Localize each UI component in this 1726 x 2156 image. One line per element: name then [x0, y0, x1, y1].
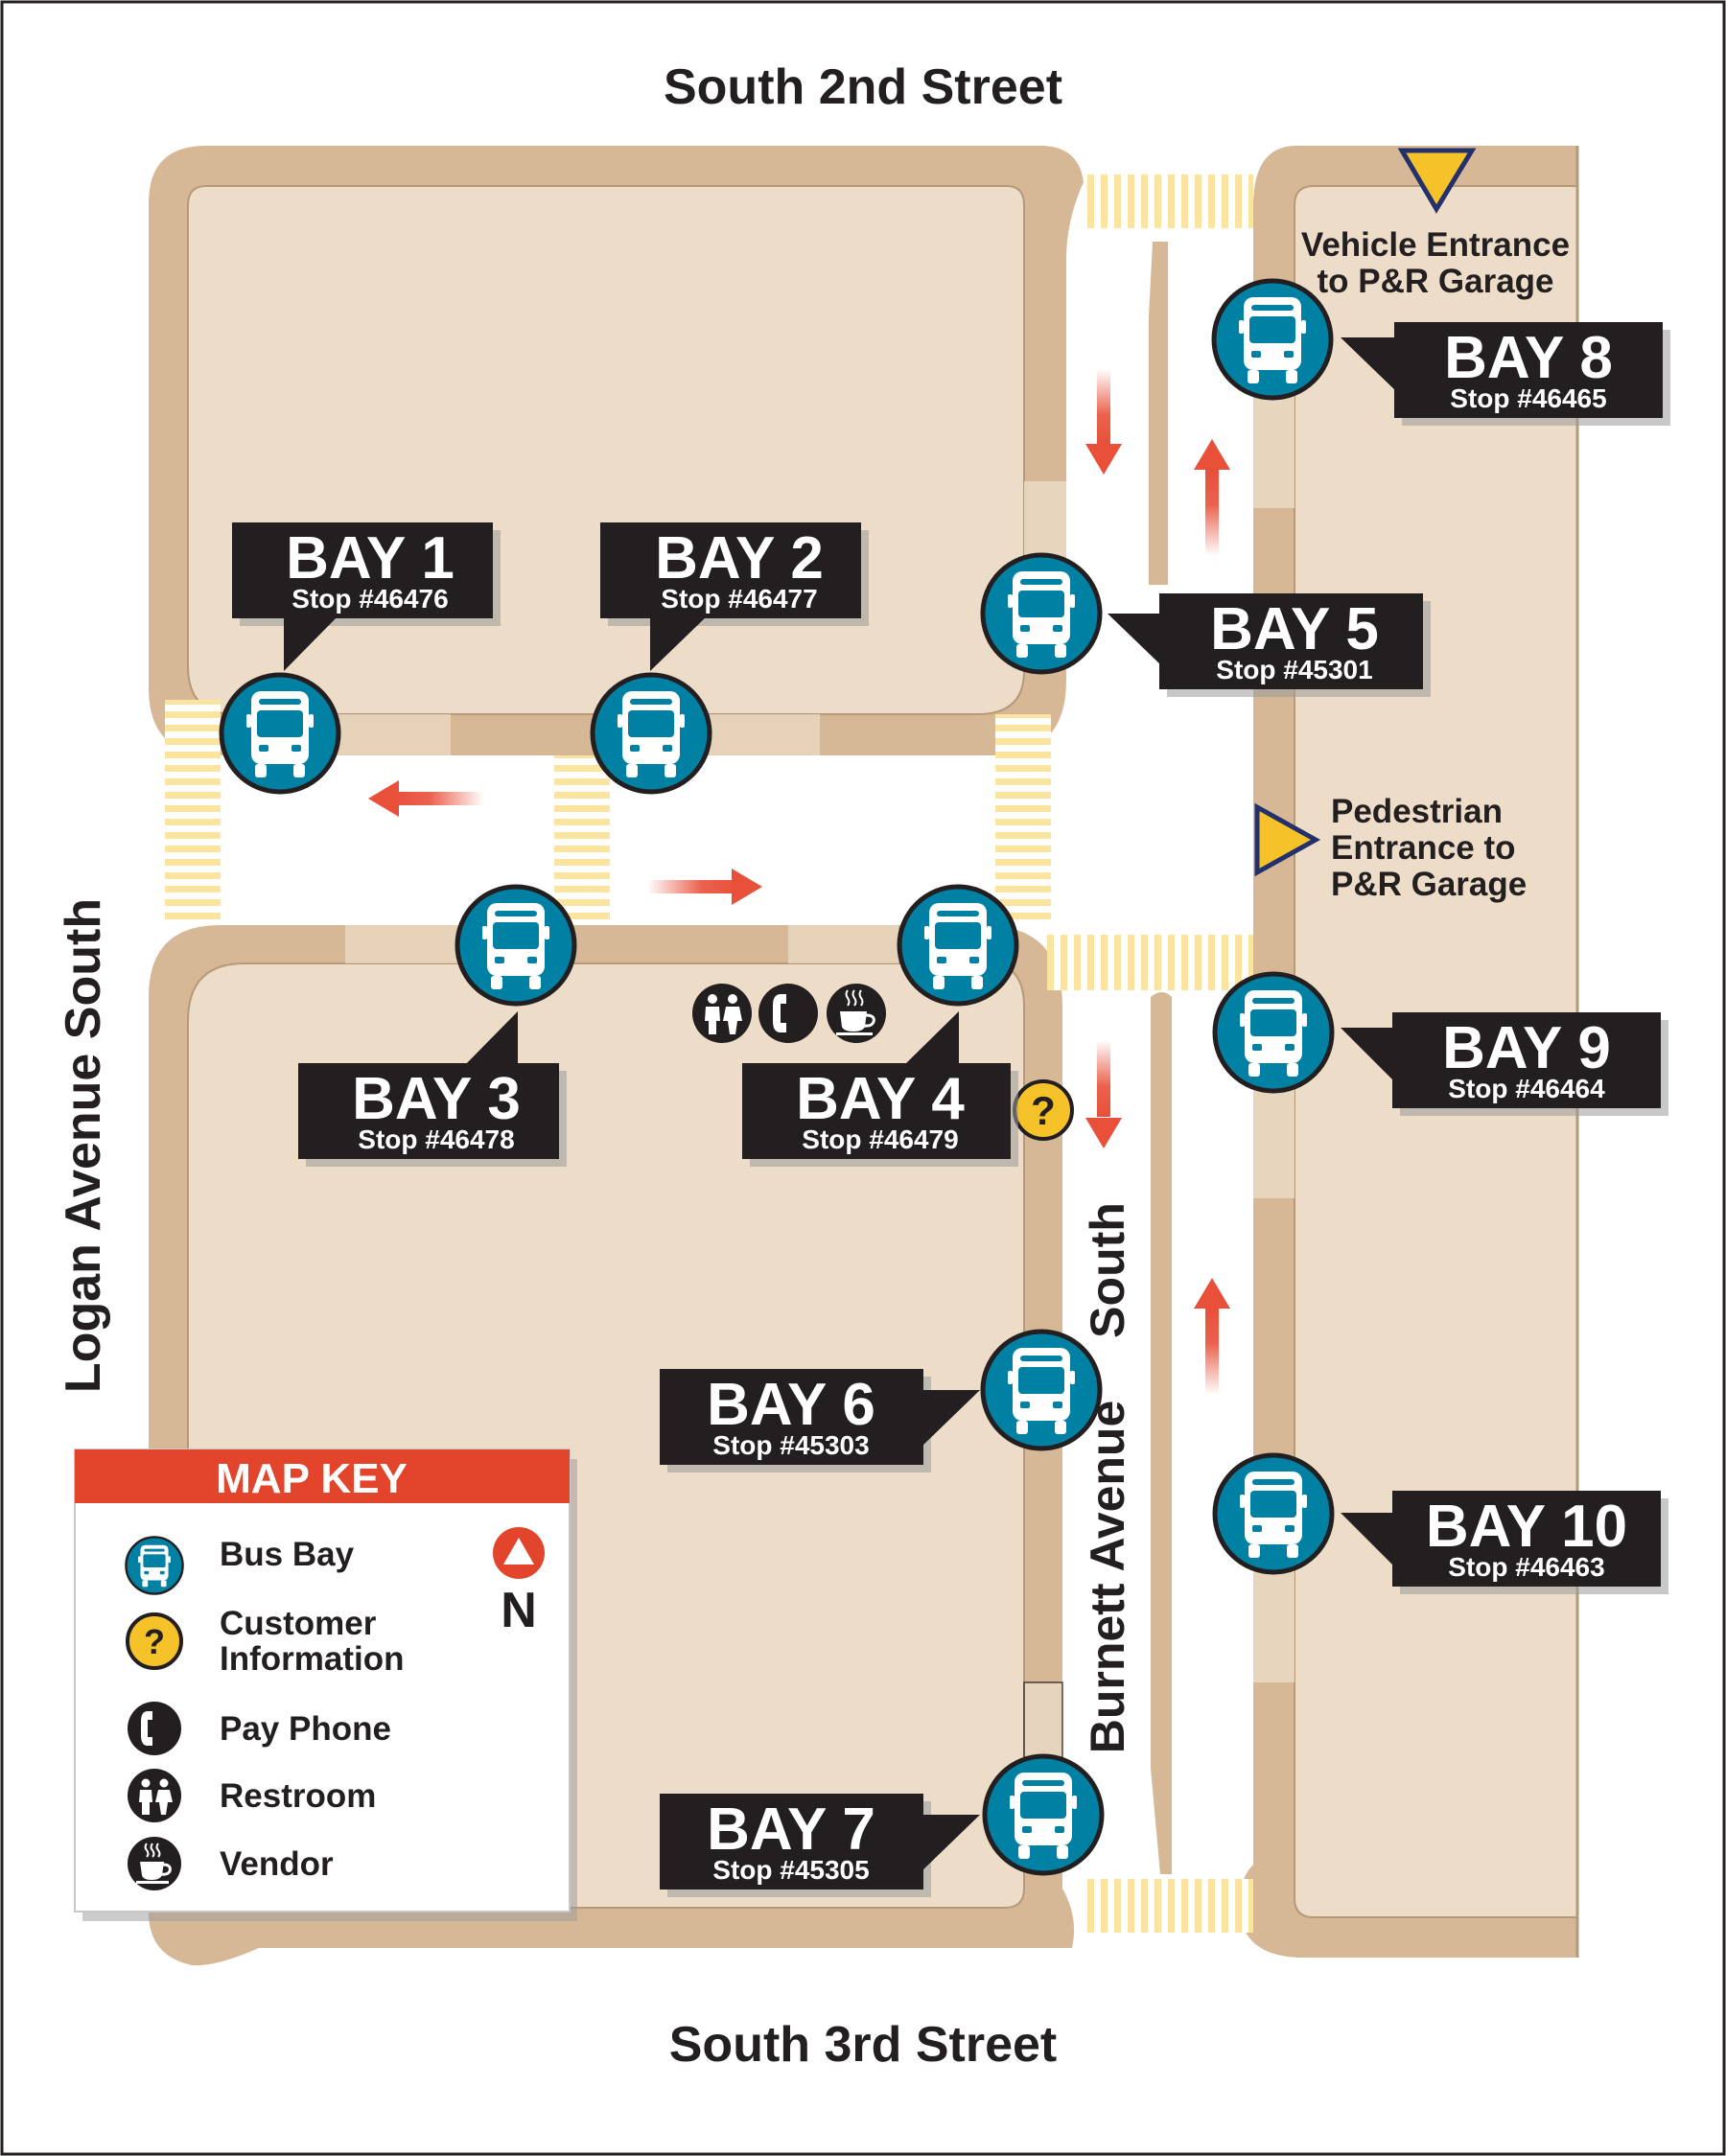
- map-key: MAP KEY Bus Bay ? Customer Information P…: [74, 1449, 577, 1921]
- vehicle-entrance-label-line1: Vehicle Entrance: [1301, 226, 1570, 264]
- arrow-south-upper: [1085, 369, 1122, 475]
- key-bus-icon: [125, 1536, 184, 1595]
- bay-1-bus-icon[interactable]: [222, 675, 338, 792]
- svg-text:?: ?: [1031, 1088, 1056, 1133]
- vehicle-entrance-marker-icon: [1397, 148, 1477, 214]
- bay-5-title: BAY 5: [1210, 596, 1379, 662]
- north-label: N: [501, 1583, 537, 1638]
- bay-9-title: BAY 9: [1442, 1015, 1611, 1081]
- bay-7-stop: Stop #45305: [712, 1855, 869, 1885]
- key-vendor-icon: [128, 1837, 181, 1890]
- bay-9-label-box: [1392, 1012, 1661, 1108]
- bay-9-stop: Stop #46464: [1448, 1074, 1605, 1103]
- bay-5[interactable]: BAY 5 Stop #45301: [983, 555, 1431, 697]
- bay-5-bus-icon[interactable]: [983, 555, 1100, 672]
- bay-1-title: BAY 1: [286, 525, 455, 591]
- bay-2-stop: Stop #46477: [661, 584, 817, 614]
- map-key-header: [75, 1449, 570, 1503]
- bay-9[interactable]: BAY 9 Stop #46464: [1215, 974, 1668, 1116]
- customer-info-icon[interactable]: ?: [1013, 1079, 1074, 1141]
- bay-7[interactable]: BAY 7 Stop #45305: [660, 1756, 1102, 1897]
- street-north: South 2nd Street: [664, 59, 1062, 115]
- bay-1-stop: Stop #46476: [292, 584, 448, 614]
- bay-6-label-box: [660, 1369, 923, 1465]
- key-label-customer-line1: Customer: [220, 1605, 377, 1642]
- burnett-medians: [1149, 242, 1172, 1874]
- bay-3-stop: Stop #46478: [358, 1124, 514, 1154]
- bay-7-title: BAY 7: [707, 1797, 875, 1863]
- key-question-icon: ?: [126, 1612, 183, 1670]
- key-label-pay-phone: Pay Phone: [220, 1710, 391, 1748]
- bay-1[interactable]: BAY 1 Stop #46476: [222, 522, 501, 792]
- bay-9-bus-icon[interactable]: [1215, 974, 1332, 1091]
- svg-text:?: ?: [144, 1622, 165, 1661]
- key-label-bus-bay: Bus Bay: [220, 1536, 355, 1573]
- street-west: Logan Avenue South: [56, 898, 111, 1393]
- arrow-north-lower: [1194, 1278, 1230, 1395]
- bay-6[interactable]: BAY 6 Stop #45303: [660, 1332, 1100, 1472]
- bay-7-bus-icon[interactable]: [985, 1756, 1102, 1873]
- arrow-east: [647, 869, 762, 905]
- street-east-line1: South: [1081, 1202, 1134, 1338]
- north-arrow-icon: [493, 1527, 545, 1579]
- phone-icon[interactable]: [758, 984, 818, 1043]
- bay-2-title: BAY 2: [655, 525, 824, 591]
- bay-3[interactable]: BAY 3 Stop #46478: [298, 887, 574, 1167]
- bay-10-stop: Stop #46463: [1448, 1552, 1604, 1582]
- bay-2[interactable]: BAY 2 Stop #46477: [593, 522, 869, 792]
- bay-2-label-box: [600, 522, 861, 618]
- vendor-icon[interactable]: [827, 984, 886, 1043]
- arrow-north-upper: [1194, 439, 1230, 556]
- street-east-line2: Burnett Avenue: [1081, 1401, 1134, 1754]
- bay-1-label-box: [232, 522, 493, 618]
- vehicle-entrance-label-line2: to P&R Garage: [1318, 263, 1554, 300]
- vehicle-entrance: Vehicle Entrance to P&R Garage: [1301, 148, 1570, 300]
- pedestrian-entrance: Pedestrian Entrance to P&R Garage: [1254, 793, 1527, 903]
- arrow-south-lower: [1085, 1040, 1122, 1148]
- bay-4-bus-icon[interactable]: [899, 887, 1016, 1004]
- key-phone-icon: [128, 1702, 181, 1755]
- key-label-restroom: Restroom: [220, 1777, 376, 1815]
- bay-8-label-box: [1394, 322, 1663, 418]
- bay-6-stop: Stop #45303: [712, 1430, 869, 1460]
- bay-3-label-box: [298, 1063, 559, 1159]
- bay-10[interactable]: BAY 10 Stop #46463: [1215, 1455, 1668, 1594]
- bay-6-title: BAY 6: [707, 1372, 875, 1438]
- street-south: South 3rd Street: [669, 2017, 1058, 2073]
- pedestrian-entrance-label-line2: Entrance to: [1331, 829, 1516, 867]
- map-key-title: MAP KEY: [216, 1455, 408, 1502]
- bay-8-bus-icon[interactable]: [1214, 281, 1331, 398]
- bay-2-bus-icon[interactable]: [593, 675, 710, 792]
- bay-10-title: BAY 10: [1426, 1494, 1627, 1560]
- bay-3-title: BAY 3: [352, 1066, 521, 1132]
- bay-8-title: BAY 8: [1444, 325, 1613, 391]
- key-label-vendor: Vendor: [220, 1845, 334, 1883]
- crosswalks: [165, 174, 1253, 1933]
- bay-5-label-box: [1159, 593, 1423, 689]
- pedestrian-entrance-marker-icon: [1254, 802, 1321, 877]
- key-restroom-icon: [128, 1769, 181, 1822]
- pedestrian-entrance-label-line1: Pedestrian: [1331, 793, 1503, 830]
- bay-4-label-box: [742, 1063, 1011, 1159]
- bay-3-bus-icon[interactable]: [457, 887, 574, 1004]
- restroom-icon[interactable]: [692, 984, 752, 1043]
- bay-4[interactable]: BAY 4 Stop #46479: [742, 887, 1018, 1167]
- bay-4-stop: Stop #46479: [802, 1124, 958, 1154]
- bay-7-label-box: [660, 1794, 923, 1889]
- pedestrian-entrance-label-line3: P&R Garage: [1331, 866, 1527, 903]
- bay-10-label-box: [1392, 1491, 1661, 1587]
- key-label-customer-line2: Information: [220, 1640, 404, 1678]
- bay-6-bus-icon[interactable]: [983, 1332, 1100, 1449]
- bay-8[interactable]: BAY 8 Stop #46465: [1214, 281, 1670, 426]
- bay-5-stop: Stop #45301: [1216, 655, 1372, 684]
- bay-8-stop: Stop #46465: [1450, 383, 1606, 413]
- bay-4-title: BAY 4: [796, 1066, 965, 1132]
- traffic-arrows: [368, 369, 1230, 1395]
- arrow-west: [368, 780, 484, 817]
- bay-10-bus-icon[interactable]: [1215, 1455, 1332, 1572]
